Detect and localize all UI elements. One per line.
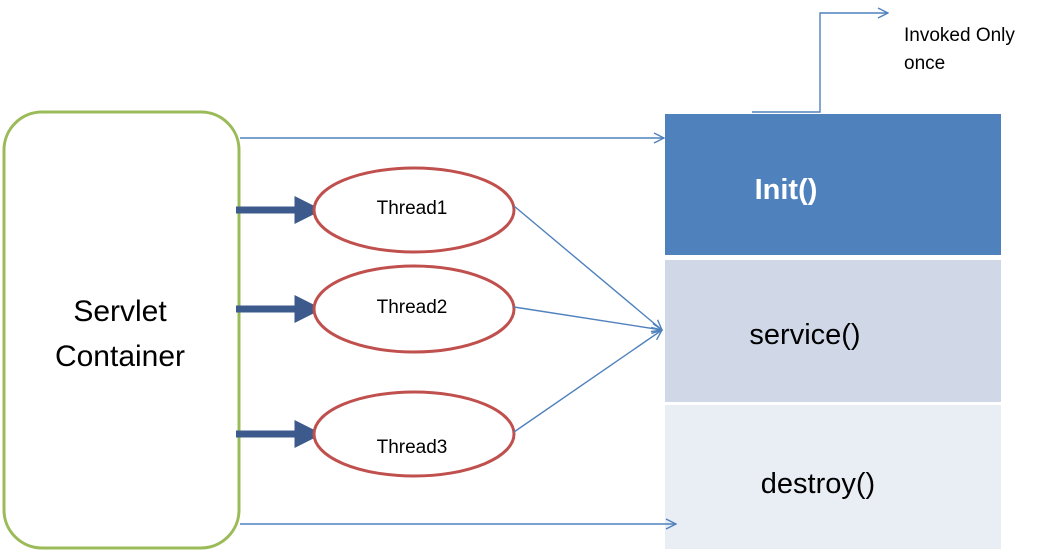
thread-1: Thread1 [312, 166, 516, 254]
invoked-once-note-line2: once [904, 53, 945, 74]
servlet-container: Servlet Container [2, 110, 241, 550]
thread3-to-service-arrow [513, 330, 662, 433]
invoked-once-note: Invoked Only once [904, 25, 1015, 74]
thread3-label: Thread3 [377, 437, 448, 458]
invoked-once-note-line1: Invoked Only [904, 25, 1015, 46]
thread2-ellipse [312, 264, 516, 354]
servlet-container-label-line2: Container [55, 340, 185, 373]
thread1-label: Thread1 [377, 198, 448, 219]
thread3-ellipse [312, 390, 516, 478]
method-stack: Init() service() destroy() [665, 114, 1001, 549]
invoked-once-arrow [752, 13, 888, 113]
thread1-to-service-arrow [513, 205, 662, 330]
thread-2: Thread2 [312, 264, 516, 354]
destroy-box [665, 405, 1001, 549]
servlet-container-box [2, 110, 241, 550]
service-label: service() [749, 319, 860, 351]
init-box [665, 114, 1001, 255]
thread2-to-service-arrow [513, 306, 662, 330]
thread2-label: Thread2 [377, 297, 448, 318]
thread1-ellipse [312, 166, 516, 254]
service-box [665, 260, 1001, 402]
thread-3: Thread3 [312, 390, 516, 478]
servlet-container-label-line1: Servlet [73, 295, 167, 328]
init-label: Init() [755, 174, 818, 206]
destroy-label: destroy() [761, 468, 875, 500]
